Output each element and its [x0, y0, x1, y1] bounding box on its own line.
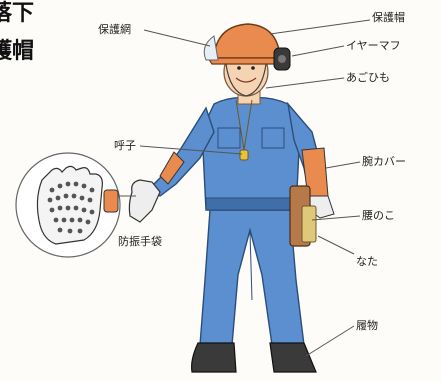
mesh-visor-icon — [203, 35, 219, 61]
heading-line1: 落下 — [0, 1, 35, 26]
label-agohimo: あごひも — [346, 71, 390, 84]
heading-line2: 護帽 — [0, 39, 35, 64]
glove-worn — [128, 179, 161, 223]
label-hogo-mou: 保護網 — [98, 23, 131, 36]
whistle-icon — [239, 149, 249, 161]
label-hakimono: 履物 — [356, 319, 378, 332]
nata-holster — [301, 205, 317, 243]
helmet-icon — [213, 23, 281, 59]
label-yobiko: 呼子 — [114, 139, 136, 152]
glove-inset — [15, 152, 121, 258]
label-nata: なた — [356, 255, 378, 268]
label-boushin-tebukuro: 防振手袋 — [118, 235, 162, 248]
glove-inset-icon — [36, 165, 103, 245]
worker-figure — [128, 23, 335, 373]
boot-left — [191, 342, 237, 373]
label-wan-cover: 腕カバー — [362, 155, 406, 168]
label-ear-muff: イヤーマフ — [346, 39, 401, 52]
leader-lines — [118, 19, 371, 357]
boot-right — [269, 342, 317, 373]
label-hogo-bou: 保護帽 — [372, 11, 405, 24]
arm-cover-left — [159, 151, 185, 185]
label-koshi-noko: 腰のこ — [362, 209, 395, 222]
